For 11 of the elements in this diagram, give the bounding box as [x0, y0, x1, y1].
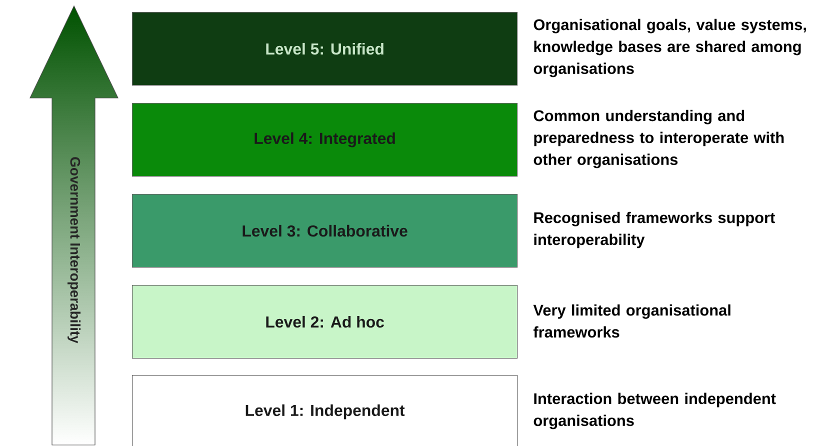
level-box: Level 4: Integrated	[132, 103, 518, 177]
level-description: Recognised frameworks support interoperability	[534, 212, 775, 248]
level-description: Very limited organisational frameworks	[533, 304, 730, 338]
level-box: Level 2: Ad hoc	[132, 285, 518, 359]
level-box: Level 1: Independent	[132, 375, 518, 446]
level-description: Organisational goals, value systems, knowledge bases are shared among organisations	[534, 18, 806, 78]
level-box: Level 5: Unified	[132, 12, 518, 86]
level-box: Level 3: Collaborative	[132, 194, 518, 268]
level-description: Interaction between independent organisations	[534, 392, 776, 430]
level-description: Common understanding and preparedness to interoperate with other organisations	[534, 110, 784, 168]
axis-label: Government Interoperability	[68, 157, 81, 344]
